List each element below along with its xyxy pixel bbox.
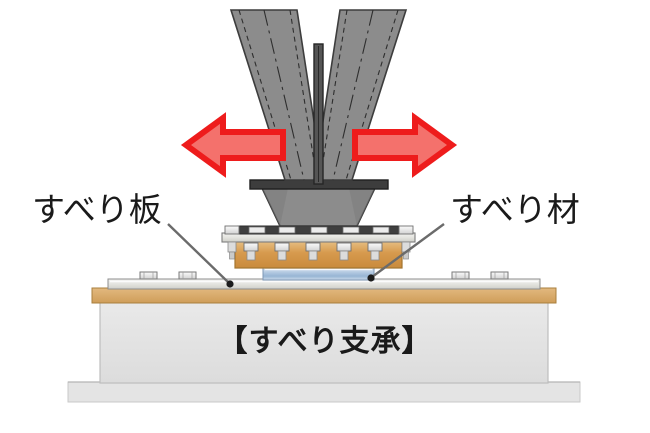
bearing-lower-bolt xyxy=(274,242,290,261)
bearing-lower-bolt xyxy=(367,242,383,261)
flange-bolt xyxy=(278,226,296,234)
bearing-lower-bolt xyxy=(336,242,352,261)
arrow-left xyxy=(180,112,286,178)
flange-bolt xyxy=(342,226,360,234)
sliding-plate-bolt xyxy=(139,271,158,280)
leader-line-sliding-plate xyxy=(167,223,234,288)
sliding-plate-bolt xyxy=(451,271,470,280)
flange-bolt xyxy=(310,226,328,234)
label-sliding-plate: すべり板 xyxy=(32,190,162,229)
flange-bolt xyxy=(248,226,266,234)
bearing-lower-bolt xyxy=(243,242,259,261)
leader-line-sliding-material xyxy=(367,223,445,282)
bearing-body xyxy=(234,239,403,269)
column-taper-shoe xyxy=(260,187,377,227)
arrow-right xyxy=(352,112,458,178)
caption-sliding-bearing: 【すべり支承】 xyxy=(217,324,433,359)
flange-bolt xyxy=(372,226,390,234)
sliding-plate-bolt xyxy=(490,271,509,280)
bearing-lower-bolt xyxy=(305,242,321,261)
sliding-plate-bolt xyxy=(178,271,197,280)
concrete-foundation xyxy=(67,381,581,403)
concrete-pedestal xyxy=(99,301,549,384)
label-sliding-material: すべり材 xyxy=(450,190,580,229)
steel-column-left-branch xyxy=(229,9,324,181)
flange-bolt xyxy=(224,225,240,260)
sliding-material-layer xyxy=(262,266,375,281)
column-web-stiffener xyxy=(313,43,324,185)
bearing-top-flange xyxy=(221,225,416,260)
